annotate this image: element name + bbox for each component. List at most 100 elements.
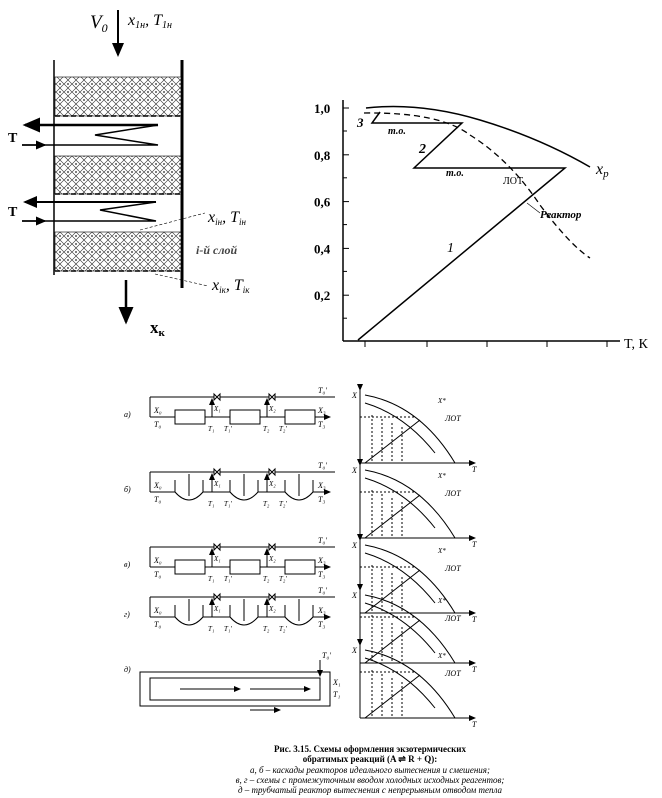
y-tick-label: 1,0 [314,101,330,116]
scheme-letter: г) [124,610,130,619]
scheme-label: T₁ [333,690,340,699]
plug-flow-reactor [174,409,206,425]
catalyst-layer-3 [54,231,182,272]
layer-outlet-label: xiк, Tiк [211,277,250,295]
scheme-label: X₃ [317,406,326,415]
plug-flow-reactor [229,409,261,425]
scheme-label: T₂′ [279,500,287,508]
scheme-label: T₂ [263,500,270,508]
valve-icon [268,392,276,402]
scheme-label: X [351,391,358,400]
stage-3-label: 3 [356,115,364,130]
valve-icon [213,392,221,402]
x-axis-label: T, К [624,337,649,352]
valve-icon [268,542,276,552]
valve-icon [213,467,221,477]
y-tick-label: 0,2 [314,288,330,303]
coolant-label-2: T [8,205,18,220]
process-staircase [357,111,568,341]
scheme-label: ЛОТ [444,489,461,498]
scheme-label: X [351,541,358,550]
scheme-letter: д) [124,665,131,674]
scheme-label: X₀ [153,481,162,490]
scheme-label: X₂ [268,405,276,413]
scheme-label: T₂′ [279,575,287,583]
lot-curve [364,402,436,454]
plug-flow-reactor [284,409,316,425]
lot-label: ЛОТ [503,176,523,187]
scheme-label: T [472,540,477,549]
scheme-label: X₂ [268,605,276,613]
scheme-letter: а) [124,410,131,419]
scheme-label: X* [437,472,446,480]
scheme-label: T₁ [208,425,214,433]
scheme-label: T₃ [318,620,325,629]
scheme-label: X* [437,397,446,405]
scheme-label: X [351,591,358,600]
scheme-label: T₂′ [279,625,287,633]
y-ticks: 0,2 0,4 0,6 0,8 1,0 [314,101,349,319]
scheme-label: X* [437,547,446,555]
plug-flow-reactor [174,559,206,575]
valve-icon [268,592,276,602]
scheme-label: X₃ [317,606,326,615]
layer-inlet-label: xiн, Tiн [207,209,246,227]
lot-curve [364,552,436,604]
scheme-label: T [472,720,477,729]
scheme-label: X₁ [213,405,221,413]
caption-line-1: а, б – каскады реакторов идеального выте… [250,764,490,775]
scheme-label: X₃ [317,556,326,565]
scheme-label: T₀ [154,495,161,504]
inlet-flow-label: V0 [90,12,108,35]
scheme-label: T₀′ [318,386,327,395]
y-tick-label: 0,4 [314,241,331,256]
equilibrium-curve [364,649,456,719]
plug-flow-reactor [284,559,316,575]
scheme-label: T₃ [318,495,325,504]
scheme-label: T [472,465,477,474]
stage-2-label: 2 [418,142,426,157]
scheme-label: T₁ [208,575,214,583]
scheme-label: T₂ [263,625,270,633]
y-tick-label: 0,8 [314,148,331,163]
layer-name-label: i-й слой [196,243,237,257]
scheme-label: T [472,665,477,674]
scheme-label: T₀ [154,420,161,429]
valve-icon [213,592,221,602]
caption-line-3: д – трубчатый реактор вытеснения с непре… [237,785,503,796]
scheme-label: T₀′ [318,586,327,595]
scheme-label: T₂ [263,575,270,583]
scheme-label: ЛОТ [444,669,461,678]
conversion-temperature-chart: 0,20,40,60,81,0 T, К xp ЛОТ Реактор 1 2 … [314,100,649,352]
scheme-label: X₂ [268,480,276,488]
heat-exchanger-2 [22,196,157,226]
heat-exchange-label-1: т.о. [446,168,464,179]
scheme-label: T [472,615,477,624]
caption-line-2: в, г – схемы с промежуточным вводом холо… [235,774,505,785]
valve-icon [268,467,276,477]
scheme-label: T₁ [208,500,214,508]
optimal-temperature-line [363,112,591,259]
adiabatic-reactor-diagram: V0 x1н, T1н T T xiн, Tiн i-й слой xiк, T… [8,10,250,339]
scheme-label: ЛОТ [444,564,461,573]
valve-icon [213,542,221,552]
x-ticks [364,341,608,347]
scheme-label: T₁ [208,625,214,633]
scheme-label: T₃ [318,420,325,429]
scheme-label: X₁ [213,480,221,488]
scheme-label: ЛОТ [444,414,461,423]
scheme-label: T₀′ [322,651,331,660]
scheme-label: X* [437,597,446,605]
equilibrium-curve [364,469,456,539]
lot-curve [364,657,436,709]
scheme-label: T₂′ [279,425,287,433]
scheme-label: T₂ [263,425,270,433]
scheme-label: T₀ [154,570,161,579]
scheme-label: T₁′ [224,575,232,583]
scheme-label: T₀′ [318,461,327,470]
scheme-label: X₁ [332,678,341,687]
stage-1-label: 1 [447,241,454,256]
scheme-label: X₃ [317,481,326,490]
y-tick-label: 0,6 [314,195,331,210]
